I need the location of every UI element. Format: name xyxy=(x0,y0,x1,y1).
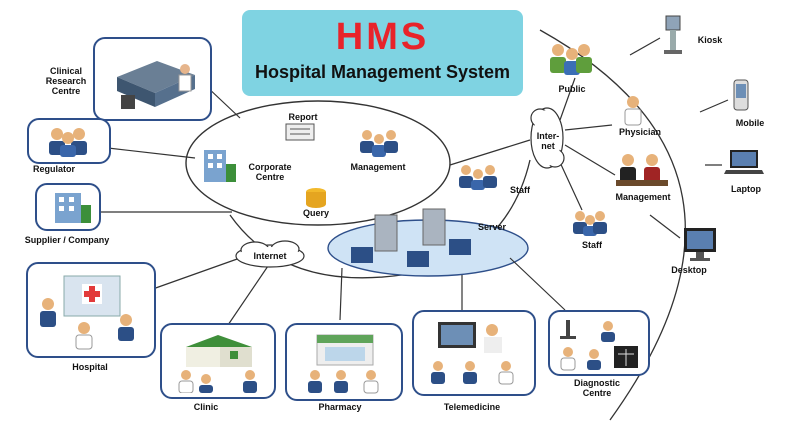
laptop-icon xyxy=(724,150,764,174)
corporate-label: Corporate Centre xyxy=(248,162,292,182)
management-right-icon xyxy=(616,154,668,186)
desktop-label: Desktop xyxy=(671,265,707,275)
laptop-label: Laptop xyxy=(731,184,761,194)
diagnostic-icon xyxy=(560,320,638,371)
diagnostic-label: Diagnostic Centre xyxy=(573,378,620,398)
diagnostic-card xyxy=(548,310,650,376)
physician-label: Physician xyxy=(618,127,662,137)
title-banner: HMS Hospital Management System xyxy=(242,10,523,96)
title-short: HMS xyxy=(335,16,430,58)
public-label: Public xyxy=(558,84,586,94)
internet-bottom-label: Internet xyxy=(253,251,287,261)
supplier-card xyxy=(35,183,101,231)
telemedicine-label: Telemedicine xyxy=(443,402,501,412)
pharmacy-label: Pharmacy xyxy=(318,402,362,412)
report-label: Report xyxy=(288,112,318,122)
supplier-building-icon xyxy=(55,193,91,223)
pharmacy-icon xyxy=(308,334,379,394)
physician-icon xyxy=(624,96,642,126)
telemedicine-icon xyxy=(431,322,514,385)
core-ellipse xyxy=(185,100,451,226)
regulator-people-icon xyxy=(49,128,87,157)
hospital-card xyxy=(26,262,156,358)
server-icon xyxy=(351,208,471,267)
management-core-label: Management xyxy=(350,162,406,172)
clinic-label: Clinic xyxy=(193,402,219,412)
hospital-label: Hospital xyxy=(72,362,108,372)
internet-cloud-right xyxy=(530,107,565,169)
internet-cloud-bottom xyxy=(235,240,305,268)
clinical-research-label: Clinical Research Centre xyxy=(45,66,87,96)
internet-right-label: Inter-net xyxy=(536,131,560,151)
title-long: Hospital Management System xyxy=(254,62,511,82)
regulator-label: Regulator xyxy=(32,164,75,174)
staff-core-icon xyxy=(459,165,497,190)
kiosk-icon xyxy=(664,15,682,54)
network-arc xyxy=(539,29,686,421)
telemedicine-card xyxy=(412,310,536,396)
clinic-icon xyxy=(178,335,257,393)
staff-right-icon xyxy=(573,211,607,236)
mobile-icon xyxy=(733,79,749,111)
regulator-card xyxy=(27,118,111,164)
research-building-icon xyxy=(117,61,195,109)
management-right-label: Management xyxy=(615,192,671,202)
staff-core-label: Staff xyxy=(510,185,530,195)
server-label: Server xyxy=(477,222,507,232)
clinical-research-card xyxy=(93,37,212,121)
pharmacy-card xyxy=(285,323,403,401)
query-database-icon xyxy=(306,188,326,208)
desktop-icon xyxy=(684,228,716,261)
supplier-label: Supplier / Company xyxy=(24,235,110,245)
mobile-label: Mobile xyxy=(735,118,765,128)
management-core-icon xyxy=(360,130,398,157)
report-icon xyxy=(285,123,315,141)
clinic-card xyxy=(160,323,276,399)
staff-right-label: Staff xyxy=(582,240,602,250)
kiosk-label: Kiosk xyxy=(697,35,723,45)
corporate-building-icon xyxy=(204,150,236,182)
hospital-icon xyxy=(40,275,134,350)
query-label: Query xyxy=(302,208,329,218)
public-people-icon xyxy=(550,44,592,75)
